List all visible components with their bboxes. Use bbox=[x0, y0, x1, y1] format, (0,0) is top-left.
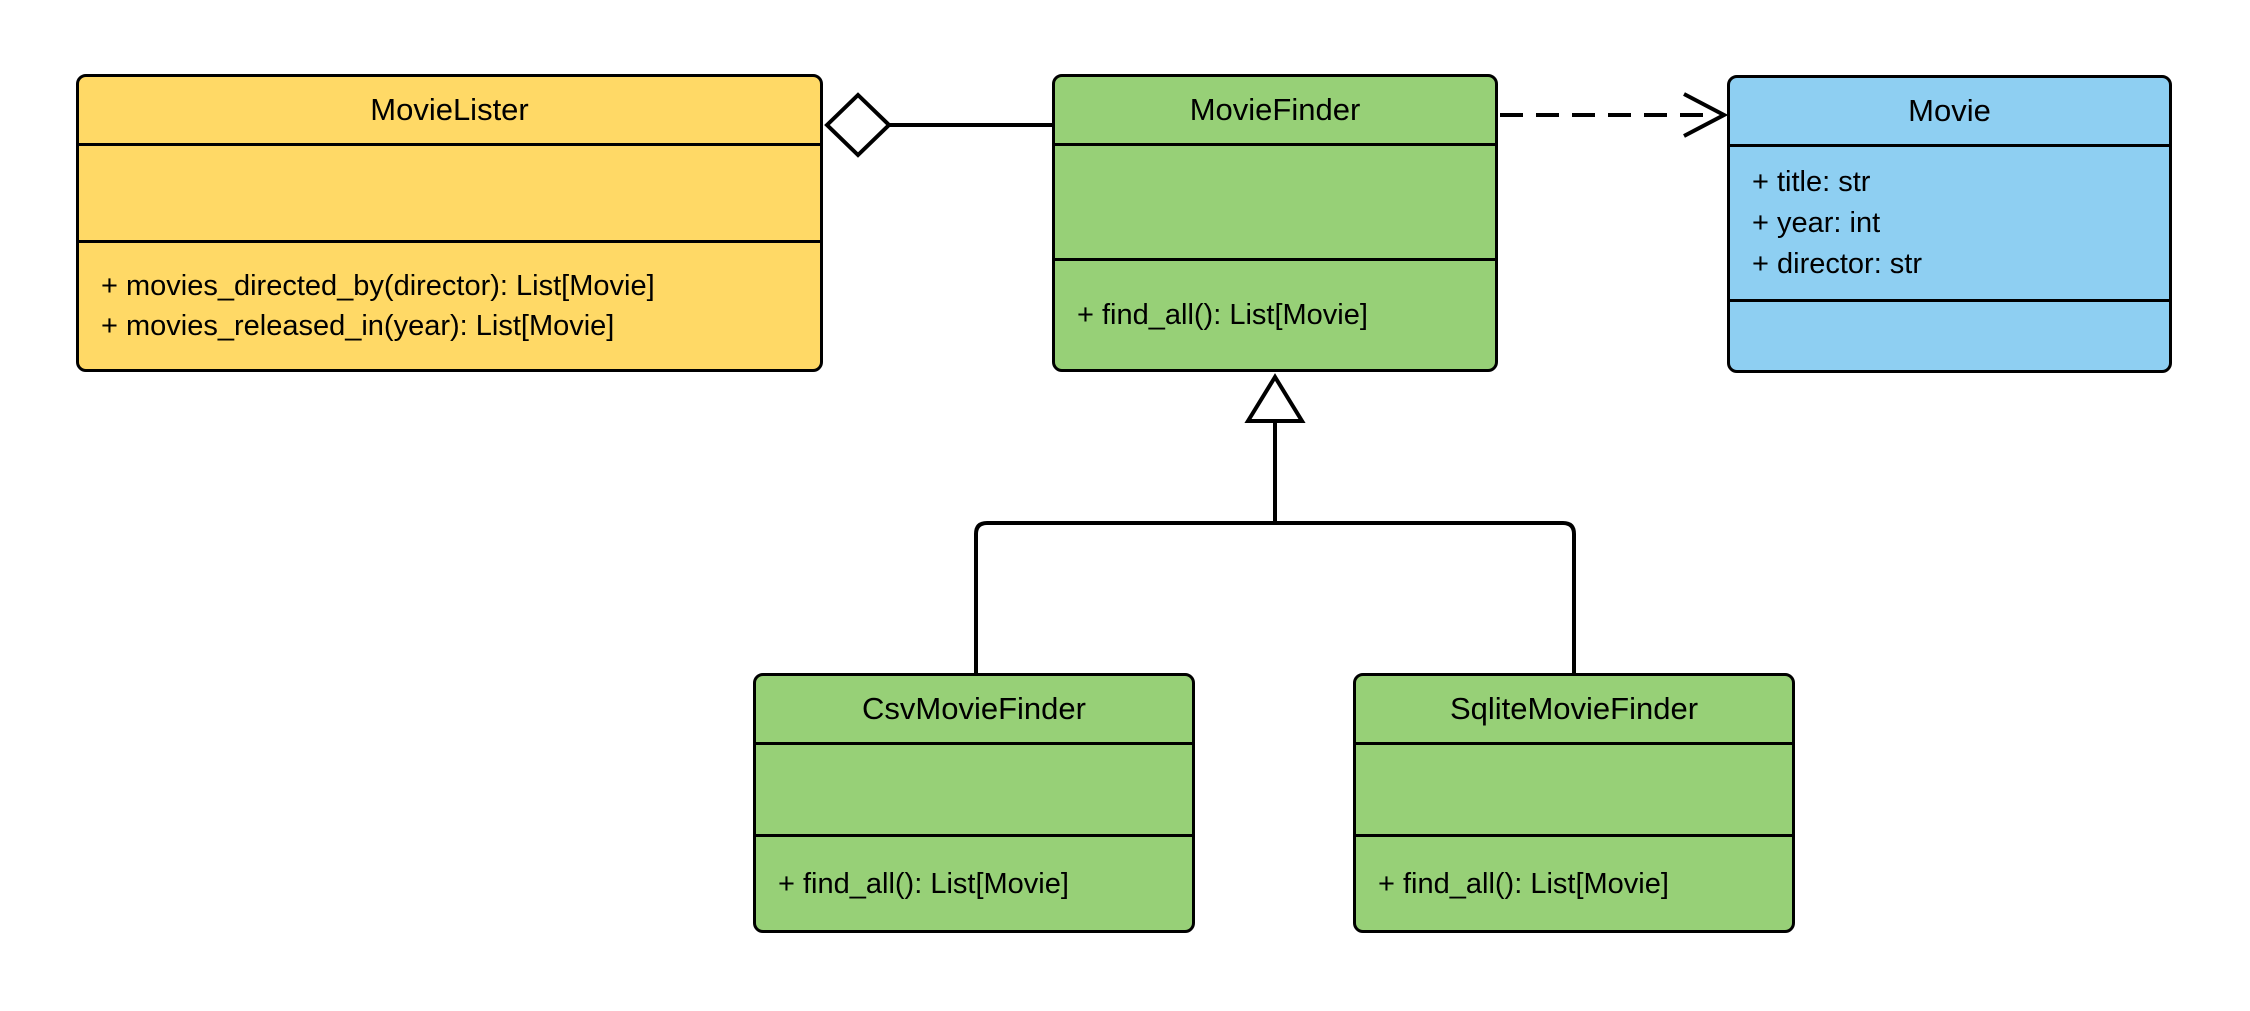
class-name-label: Movie bbox=[1908, 93, 1991, 128]
attributes-compartment bbox=[756, 742, 1192, 834]
methods-compartment bbox=[1730, 299, 2169, 370]
aggregation-diamond-icon bbox=[824, 92, 892, 158]
method-label: + find_all(): List[Movie] bbox=[1077, 299, 1368, 331]
class-name-label: MovieLister bbox=[370, 92, 529, 127]
aggregation-edge bbox=[824, 92, 1054, 158]
inheritance-triangle-icon bbox=[1244, 373, 1306, 423]
class-box-moviefinder: MovieFinder + find_all(): List[Movie] bbox=[1052, 74, 1498, 372]
class-box-movie: Movie + title: str + year: int + directo… bbox=[1727, 75, 2172, 373]
attributes-compartment: + title: str + year: int + director: str bbox=[1730, 144, 2169, 299]
inheritance-edge bbox=[974, 373, 1576, 673]
methods-compartment: + find_all(): List[Movie] bbox=[1356, 834, 1792, 930]
class-name-label: MovieFinder bbox=[1189, 92, 1361, 127]
method-label: + movies_directed_by(director): List[Mov… bbox=[101, 270, 655, 302]
method-label: + find_all(): List[Movie] bbox=[1378, 867, 1669, 900]
dependency-edge bbox=[1500, 92, 1729, 138]
methods-compartment: + find_all(): List[Movie] bbox=[1055, 258, 1495, 369]
method-label: + find_all(): List[Movie] bbox=[778, 867, 1069, 900]
attribute-label: + director: str bbox=[1752, 247, 1923, 280]
class-name-label: CsvMovieFinder bbox=[862, 691, 1086, 726]
class-name-label: SqliteMovieFinder bbox=[1449, 691, 1699, 726]
methods-compartment: + find_all(): List[Movie] bbox=[756, 834, 1192, 930]
attributes-compartment bbox=[1055, 143, 1495, 258]
class-box-sqlitemoviefinder: SqliteMovieFinder + find_all(): List[Mov… bbox=[1353, 673, 1795, 933]
class-box-movielister: MovieLister + movies_directed_by(directo… bbox=[76, 74, 823, 372]
methods-compartment: + movies_directed_by(director): List[Mov… bbox=[79, 240, 820, 369]
attribute-label: + year: int bbox=[1752, 206, 1881, 239]
inheritance-branch-path bbox=[974, 521, 1576, 673]
method-label: + movies_released_in(year): List[Movie] bbox=[101, 310, 615, 342]
dependency-open-arrowhead-icon bbox=[1683, 92, 1729, 138]
attribute-label: + title: str bbox=[1752, 165, 1871, 198]
attributes-compartment bbox=[1356, 742, 1792, 834]
class-box-csvmoviefinder: CsvMovieFinder + find_all(): List[Movie] bbox=[753, 673, 1195, 933]
attributes-compartment bbox=[79, 143, 820, 240]
